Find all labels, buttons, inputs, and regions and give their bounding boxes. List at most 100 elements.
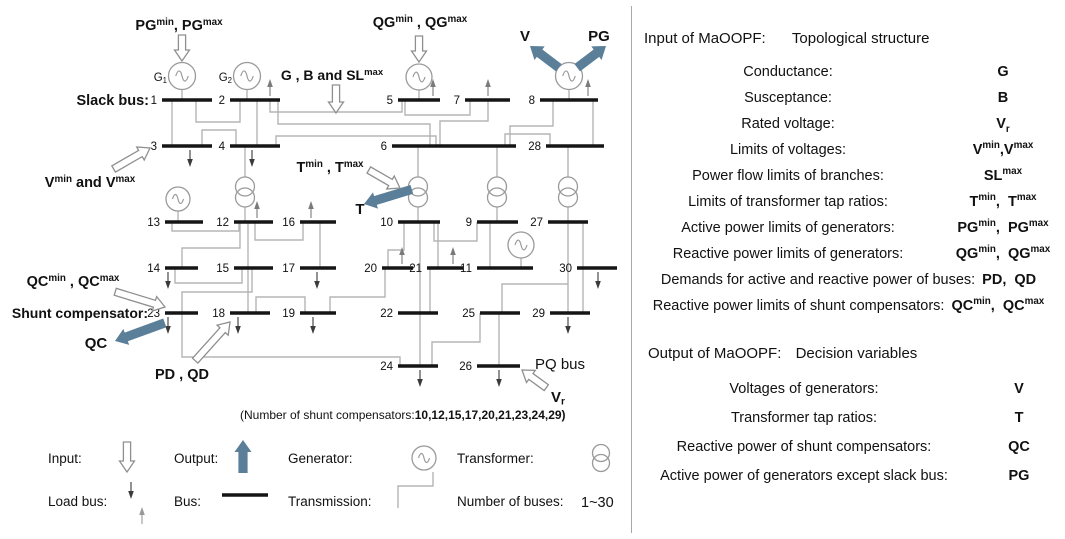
transmission-line — [195, 100, 241, 123]
transmission-line — [181, 313, 401, 366]
legend-loadbus-down-arrow — [128, 482, 134, 499]
row-label: Voltages of generators: — [729, 380, 879, 397]
label-t-limits: Tmin , Tmax — [296, 159, 364, 176]
legend-input-arrow — [118, 441, 136, 474]
generator-g2 — [232, 61, 262, 91]
row-label: Conductance: — [743, 64, 833, 80]
legend-output-label: Output: — [174, 451, 218, 466]
output-arrow-v — [530, 46, 562, 72]
bus-label-17: 17 — [282, 263, 295, 275]
input-arrow-pd-qd — [191, 321, 231, 364]
transformer-4-12 — [234, 176, 256, 208]
row-label: Active power limits of generators: — [681, 220, 895, 236]
output-section-title: Output of MaOOPF: Decision variables — [648, 345, 1065, 362]
bus-label-18: 18 — [212, 308, 225, 320]
transmission-line — [431, 313, 481, 366]
transmission-line — [387, 222, 405, 268]
transmission-line — [404, 100, 471, 116]
label-t: T — [355, 201, 364, 218]
transmission-line — [181, 222, 241, 268]
sine-wave-icon — [562, 70, 576, 82]
row-label: Reactive power limits of shunt compensat… — [652, 298, 945, 314]
row-value: Tmin, Tmax — [969, 192, 1037, 210]
input-arrow-vr — [521, 369, 550, 392]
sine-wave-icon — [417, 452, 431, 464]
bus-label-12: 12 — [216, 217, 229, 229]
transmission-line — [433, 222, 478, 242]
row-value: V — [1014, 380, 1024, 397]
input-row: Limits of voltages:Vmin,Vmax — [632, 137, 1065, 163]
load-arrow-up — [308, 201, 314, 218]
bus-label-23: 23 — [147, 308, 160, 320]
row-label: Demands for active and reactive power of… — [660, 272, 976, 288]
load-arrow-down — [314, 272, 320, 289]
row-label: Power flow limits of branches: — [692, 168, 884, 184]
bus-label-27: 27 — [530, 217, 543, 229]
legend-generator-symbol — [411, 445, 437, 471]
generator-2-label: G2 — [219, 72, 232, 85]
bus-label-4: 4 — [219, 141, 226, 153]
row-value: SLmax — [983, 166, 1023, 184]
input-row: Demands for active and reactive power of… — [632, 267, 1065, 293]
label-v-limits: Vmin and Vmax — [45, 174, 136, 191]
row-value: QCmin, QCmax — [951, 296, 1045, 314]
load-arrow-up — [399, 247, 405, 264]
transformer-28-27 — [557, 176, 579, 208]
bus-label-8: 8 — [529, 95, 535, 107]
load-arrow-down — [310, 317, 316, 334]
load-arrow-down — [595, 272, 601, 289]
bus-label-22: 22 — [380, 308, 393, 320]
legend-loadbus-up-arrow — [139, 507, 145, 524]
output-row: Transformer tap ratios:T — [632, 403, 1065, 432]
bus-label-13: 13 — [147, 217, 160, 229]
load-arrow-up — [450, 247, 456, 264]
transmission-line — [397, 472, 434, 508]
load-arrow-down — [165, 317, 171, 334]
bus-label-20: 20 — [364, 263, 377, 275]
bus-label-10: 10 — [380, 217, 393, 229]
generator-bus5 — [405, 63, 433, 91]
legend-bus-count-label: Number of buses: — [457, 494, 564, 509]
row-value: QC — [1008, 438, 1030, 455]
bus-label-1: 1 — [151, 95, 157, 107]
bus-label-21: 21 — [409, 263, 422, 275]
row-label: Susceptance: — [744, 90, 832, 106]
load-arrow-up — [267, 79, 273, 96]
transmission-line — [181, 268, 253, 313]
bus-label-15: 15 — [216, 263, 229, 275]
row-value: PGmin, PGmax — [957, 218, 1049, 236]
load-arrow-down — [496, 370, 502, 387]
legend-transmission-label: Transmission: — [288, 494, 372, 509]
output-arrow-qc — [115, 318, 167, 345]
load-arrow-up — [485, 79, 491, 96]
input-arrow-qc-limits — [113, 287, 167, 312]
load-arrow-up — [254, 201, 260, 218]
output-arrow-t — [364, 184, 414, 209]
bus-label-29: 29 — [532, 308, 545, 320]
label-pg: PG — [588, 28, 610, 45]
output-row: Voltages of generators: V — [632, 374, 1065, 403]
sine-wave-icon — [240, 70, 254, 82]
row-value: B — [997, 90, 1009, 106]
bus-label-24: 24 — [380, 361, 393, 373]
load-arrow-down — [165, 272, 171, 289]
legend-bus-count-value: 1~30 — [581, 495, 614, 511]
output-arrow-pg — [574, 46, 606, 72]
bus-label-14: 14 — [147, 263, 160, 275]
right-panel: Input of MaOOPF: Topological structure C… — [632, 0, 1065, 539]
row-label: Reactive power limits of generators: — [672, 246, 904, 262]
sine-wave-icon — [175, 70, 189, 82]
bus-label-28: 28 — [528, 141, 541, 153]
load-arrow-up — [585, 79, 591, 96]
legend-transformer-symbol — [591, 443, 611, 473]
transmission-line — [255, 296, 306, 313]
row-value: Vmin,Vmax — [972, 140, 1034, 158]
load-arrow-down — [235, 317, 241, 334]
input-row: Limits of transformer tap ratios:Tmin, T… — [632, 189, 1065, 215]
legend-input-label: Input: — [48, 451, 82, 466]
transmission-line — [439, 100, 489, 146]
bus-label-3: 3 — [151, 141, 157, 153]
label-v: V — [520, 28, 530, 45]
